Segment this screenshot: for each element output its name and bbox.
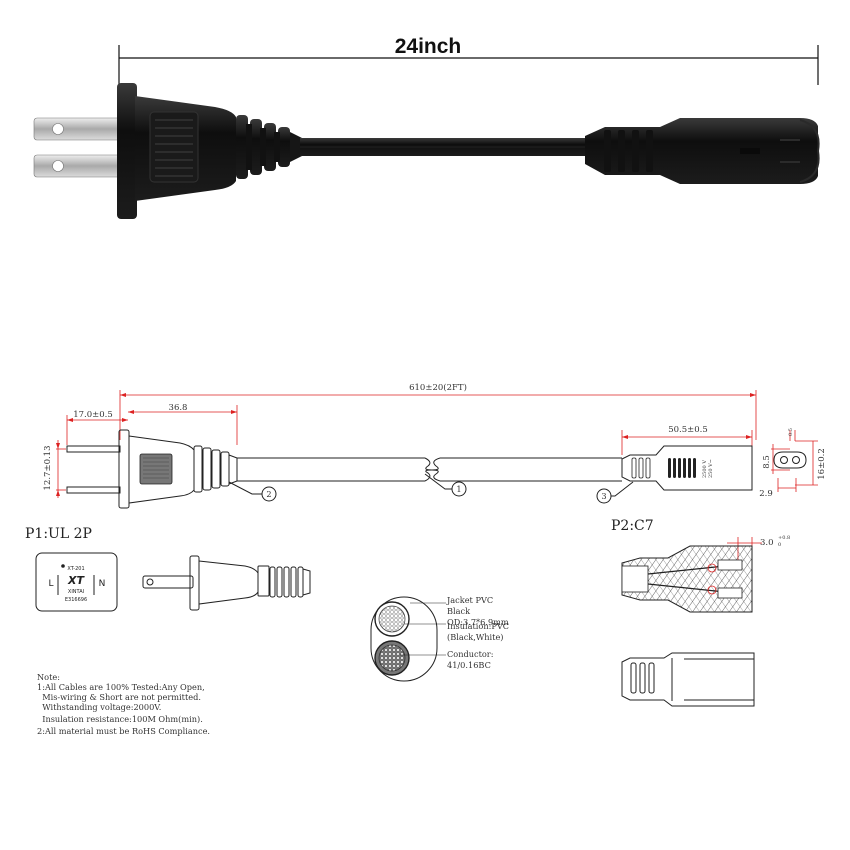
c7-section-view: 3.0 +0.8 0: [621, 535, 790, 613]
p2-label: P2:C7: [611, 518, 654, 534]
callouts: 2 1 3: [228, 473, 634, 504]
svg-text:XINTAI: XINTAI: [68, 589, 84, 595]
total-length-dim: 610±20(2FT): [409, 382, 467, 393]
cable-cross-section: [370, 596, 446, 682]
c7-insert-dim: 3.0: [760, 538, 774, 548]
connector-marking-2: 250 V~: [708, 459, 714, 478]
xintai-logo: XT-201 XT XINTAI E316696 L N: [35, 552, 118, 612]
svg-text:L: L: [48, 579, 53, 589]
svg-text:1:All Cables are 100% Tested:A: 1:All Cables are 100% Tested:Any Open,: [37, 682, 205, 692]
svg-text:Insulation resistance:100M Ohm: Insulation resistance:100M Ohm(min).: [37, 714, 203, 724]
svg-text:XT: XT: [67, 574, 85, 587]
c7-width-dim: 16±0.2: [817, 448, 827, 479]
length-banner: 24inch: [118, 35, 819, 85]
callout-cable: 1: [456, 484, 461, 494]
plug-length-dim: 36.8: [169, 403, 188, 413]
c7-bottom-view: [621, 652, 755, 707]
svg-text:Note:: Note:: [37, 672, 60, 682]
dimension-texts: 610±20(2FT) 17.0±0.5 36.8 12.7±0.13 50.5…: [43, 382, 827, 499]
svg-text:2:All material must be RoHS Co: 2:All material must be RoHS Compliance.: [37, 726, 210, 736]
svg-text:+0.8: +0.8: [778, 535, 790, 541]
svg-text:XT-201: XT-201: [67, 566, 84, 572]
cable-photo: [300, 138, 590, 156]
notes: Note: 1:All Cables are 100% Tested:Any O…: [37, 672, 210, 736]
callout-plug: 2: [266, 489, 271, 499]
svg-text:Withstanding voltage:2000V.: Withstanding voltage:2000V.: [37, 702, 161, 712]
plug-drawing: [66, 429, 238, 509]
cable-drawing: [237, 457, 622, 482]
svg-text:OD:3.7*6.9mm: OD:3.7*6.9mm: [447, 617, 509, 627]
connector-drawing: 2500 V 250 V~: [621, 445, 807, 491]
length-label: 24inch: [395, 35, 462, 58]
svg-text:41/0.16BC: 41/0.16BC: [447, 660, 491, 670]
c7-bottom-dim: 2.9: [759, 489, 773, 499]
svg-text:Mis-wiring & Short are not per: Mis-wiring & Short are not permitted.: [37, 692, 201, 702]
svg-text:Insulation:PVC: Insulation:PVC: [447, 621, 509, 631]
plug-photo: [33, 83, 302, 219]
svg-text:Jacket PVC: Jacket PVC: [446, 595, 493, 605]
connector-photo: [585, 118, 820, 184]
svg-text:E316696: E316696: [65, 597, 87, 603]
svg-text:0: 0: [778, 542, 781, 548]
prong-length-dim: 17.0±0.5: [73, 410, 113, 420]
c7-pin-tol: 0.5: [788, 428, 794, 436]
dimension-lines: [56, 390, 818, 498]
connector-length-dim: 50.5±0.5: [668, 425, 708, 435]
svg-text:N: N: [99, 579, 106, 589]
cable-spec-text: Jacket PVC Black OD:3.7*6.9mm Insulation…: [446, 595, 509, 670]
c7-height-dim: 8.5: [762, 455, 772, 469]
p1-label: P1:UL 2P: [25, 526, 92, 542]
prong-spacing-dim: 12.7±0.13: [43, 446, 53, 491]
plug-side-view: [142, 555, 311, 611]
connector-marking-1: 2500 V: [702, 460, 708, 478]
svg-text:(Black,White): (Black,White): [447, 632, 504, 642]
svg-text:Black: Black: [447, 606, 471, 616]
svg-text:Conductor:: Conductor:: [447, 649, 493, 659]
callout-connector: 3: [601, 491, 606, 501]
